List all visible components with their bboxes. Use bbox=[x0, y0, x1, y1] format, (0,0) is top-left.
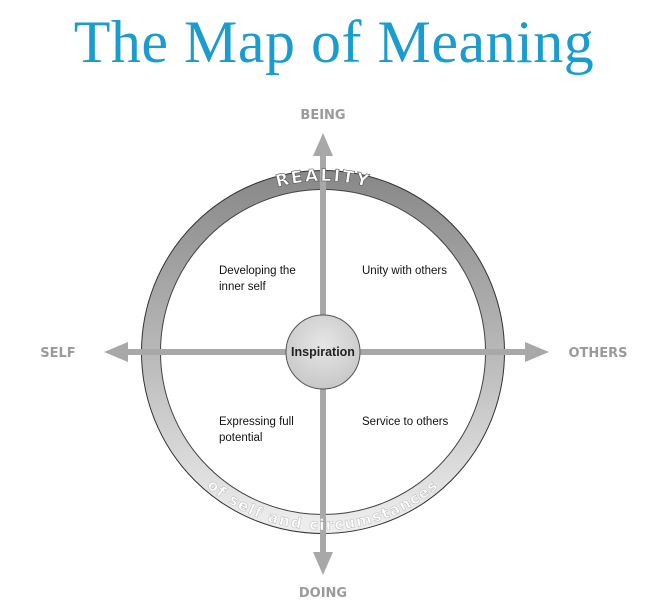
quadrant-bottom-right: Service to others bbox=[362, 416, 449, 428]
axis-label-being: BEING bbox=[300, 108, 345, 123]
quadrant-bottom-left: Expressing full potential bbox=[219, 416, 297, 444]
axis-label-doing: DOING bbox=[299, 586, 347, 601]
axis-label-others: OTHERS bbox=[568, 346, 627, 361]
center-label: Inspiration bbox=[291, 345, 355, 359]
page-title: The Map of Meaning bbox=[73, 9, 595, 75]
inspiration-circle bbox=[285, 314, 361, 390]
axis-label-self: SELF bbox=[40, 346, 75, 361]
quadrant-top-right: Unity with others bbox=[362, 265, 447, 277]
quadrant-top-left: Developing the inner self bbox=[219, 265, 299, 293]
